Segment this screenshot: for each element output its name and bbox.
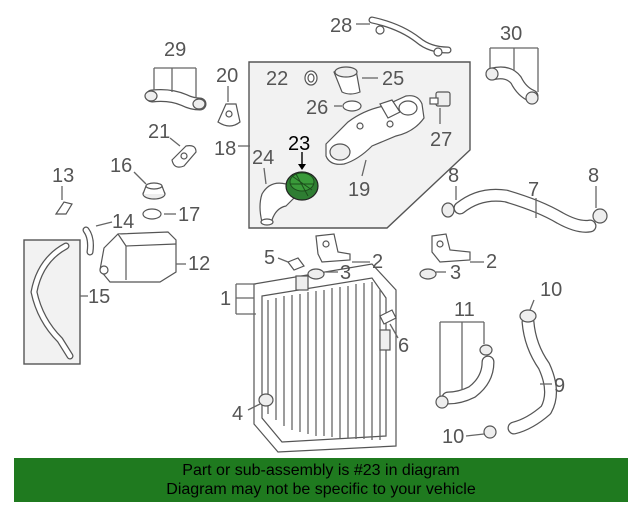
banner-line-2: Diagram may not be specific to your vehi… <box>166 481 476 498</box>
part-19-housing <box>325 95 425 177</box>
part-2-3-mount-left <box>307 233 370 280</box>
part-20-gasket <box>217 86 241 127</box>
info-banner: Part or sub-assembly is #23 in diagram D… <box>14 458 628 502</box>
part-16-cap <box>133 171 166 200</box>
callout-24: 24 <box>252 147 274 169</box>
part-13-clip <box>54 186 73 215</box>
callout-18: 18 <box>214 138 236 160</box>
callout-28: 28 <box>330 15 352 37</box>
callout-5: 5 <box>264 247 275 269</box>
part-17-ring <box>142 208 176 220</box>
callout-29: 29 <box>164 39 186 61</box>
part-24-inlet <box>259 167 295 226</box>
callout-10: 10 <box>540 279 562 301</box>
part-28-pipe <box>356 16 452 57</box>
callout-9: 9 <box>554 375 565 397</box>
part-15-hose-group <box>23 239 88 365</box>
part-9-lower-hose <box>465 299 557 439</box>
part-12-reservoir <box>99 231 186 283</box>
callout-12: 12 <box>188 253 210 275</box>
callout-13: 13 <box>52 165 74 187</box>
part-11-hose <box>435 321 495 409</box>
callout-21: 21 <box>148 121 170 143</box>
part-27-sensor <box>429 91 451 124</box>
callout-1: 1 <box>220 288 231 310</box>
part-2-3-mount-right <box>419 233 484 280</box>
part-21-gasket <box>169 137 197 168</box>
callout-4: 4 <box>232 403 243 425</box>
part-22-oring <box>304 70 318 86</box>
callout-20: 20 <box>216 65 238 87</box>
part-7-upper-hose <box>441 186 608 233</box>
callout-3: 3 <box>340 262 351 284</box>
part-4-mount <box>247 393 274 411</box>
callout-25: 25 <box>382 68 404 90</box>
callout-15: 15 <box>88 286 110 308</box>
callout-6: 6 <box>398 335 409 357</box>
part-14-hose <box>82 221 113 256</box>
part-5-bracket <box>277 257 305 271</box>
callout-19: 19 <box>348 179 370 201</box>
callout-17: 17 <box>178 204 200 226</box>
callout-2: 2 <box>486 251 497 273</box>
part-25-fitting <box>333 66 378 95</box>
callout-11: 11 <box>454 299 475 321</box>
callout-8: 8 <box>588 165 599 187</box>
callout-8: 8 <box>448 165 459 187</box>
callout-23: 23 <box>288 133 310 155</box>
parts-diagram: 28 29 30 20 22 25 26 21 27 18 23 24 16 1… <box>23 15 608 453</box>
callout-14: 14 <box>112 211 134 233</box>
part-29-hose <box>144 67 207 111</box>
part-1-radiator <box>235 263 397 453</box>
callout-30: 30 <box>500 23 522 45</box>
part-23-thermostat <box>285 152 319 201</box>
part-30-hose <box>485 47 539 105</box>
callout-27: 27 <box>430 129 452 151</box>
callout-10: 10 <box>442 426 464 448</box>
banner-line-1: Part or sub-assembly is #23 in diagram <box>182 462 460 479</box>
callout-7: 7 <box>528 179 539 201</box>
part-6-drain <box>379 309 399 339</box>
part-26-oring <box>334 100 362 112</box>
callout-26: 26 <box>306 97 328 119</box>
callout-16: 16 <box>110 155 132 177</box>
callout-3: 3 <box>450 262 461 284</box>
callout-22: 22 <box>266 68 288 90</box>
callout-2: 2 <box>372 251 383 273</box>
